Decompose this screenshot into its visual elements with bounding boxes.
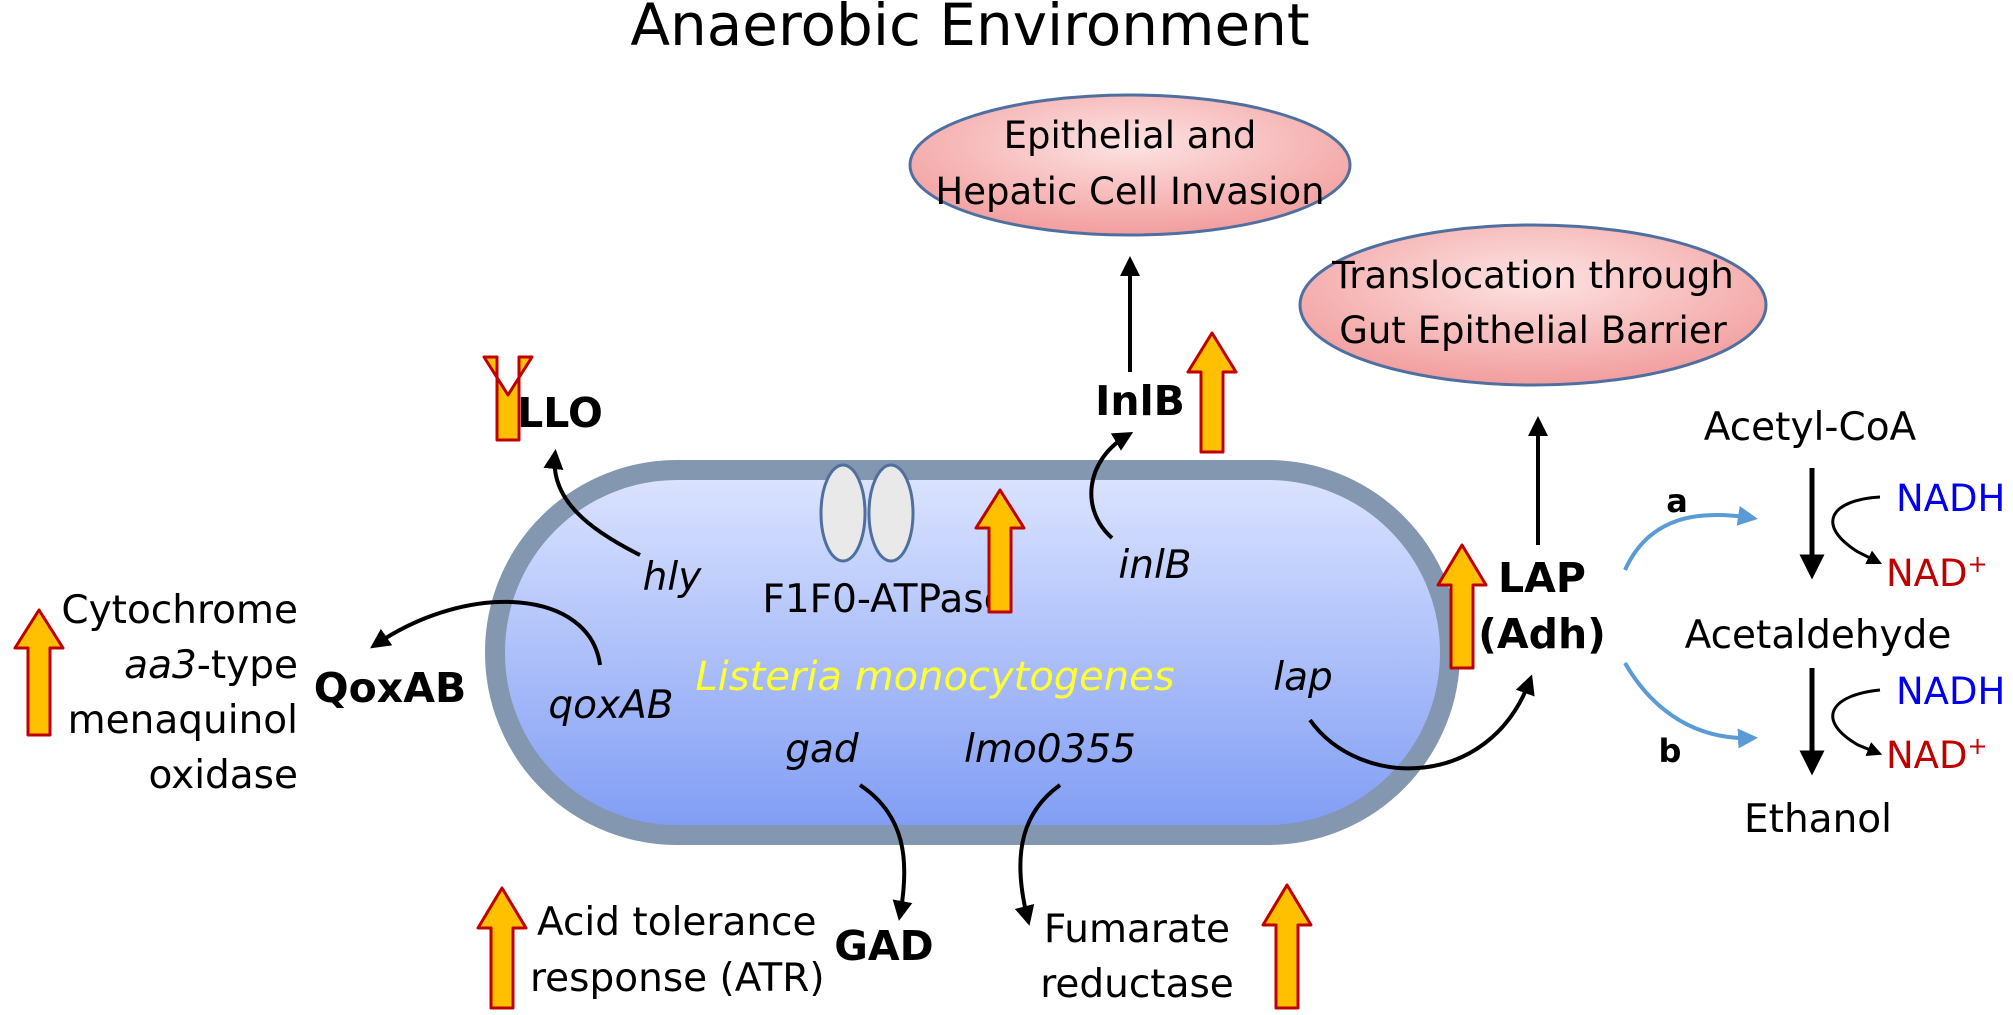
invasion-ellipse: Epithelial and Hepatic Cell Invasion	[908, 93, 1352, 237]
up-arrow-lap	[1436, 543, 1488, 670]
translocation-ellipse: Translocation through Gut Epithelial Bar…	[1298, 223, 1768, 387]
cytochrome-description: Cytochrome aa3-type menaquinol oxidase	[61, 588, 298, 798]
regulation-arrows	[370, 256, 1548, 926]
step-b-label: b	[1659, 732, 1682, 770]
gene-lmo0355: lmo0355	[964, 727, 1136, 772]
cofactor-nad-1: NAD+	[1886, 550, 1988, 595]
invasion-label-line1: Epithelial and	[1004, 114, 1257, 157]
nad-2-text: NAD	[1886, 734, 1967, 777]
organism-label: Listeria monocytogenes	[695, 654, 1174, 700]
gene-gad: gad	[785, 727, 859, 772]
cytochrome-line3: menaquinol	[68, 698, 298, 743]
up-arrow-cytochrome	[13, 608, 65, 737]
cytochrome-type: -type	[197, 643, 298, 688]
arrow-lmo0355-to-fumarate	[1014, 783, 1062, 926]
gene-lap: lap	[1273, 655, 1333, 700]
cytochrome-aa3: aa3	[124, 643, 197, 688]
arrow-nadh-2	[1831, 688, 1883, 757]
arrow-hly-to-llo	[543, 449, 641, 557]
metabolite-ethanol: Ethanol	[1744, 797, 1892, 842]
nad-1-text: NAD	[1886, 552, 1967, 595]
atpase-channel-icon	[819, 463, 915, 563]
down-arrow-llo	[482, 355, 534, 442]
cytochrome-line2: aa3-type	[124, 643, 298, 688]
step-b-arrow	[1623, 661, 1758, 749]
cofactor-nadh-2: NADH	[1896, 670, 2005, 713]
arrow-qoxab-to-protein	[370, 599, 602, 666]
up-arrow-atr	[476, 886, 528, 1010]
gene-qoxab: qoxAB	[548, 683, 673, 728]
protein-lap: LAP	[1498, 554, 1586, 602]
arrow-inlb-to-protein	[1089, 431, 1134, 540]
cytochrome-line1: Cytochrome	[61, 588, 298, 633]
gene-hly: hly	[643, 555, 703, 600]
up-arrow-fumarate	[1261, 883, 1313, 1010]
step-a-arrow	[1623, 505, 1758, 571]
atr-line1: Acid tolerance	[537, 900, 817, 945]
translocation-label-line1: Translocation through	[1331, 254, 1734, 297]
atpase-label: F1F0-ATPase	[762, 577, 1007, 622]
bacterium-cell	[485, 460, 1460, 845]
protein-adh: (Adh)	[1478, 610, 1606, 658]
page-title: Anaerobic Environment	[630, 0, 1309, 59]
protein-inlb: InlB	[1095, 377, 1185, 425]
fumarate-line1: Fumarate	[1044, 907, 1230, 952]
nad-2-sup: +	[1967, 732, 1987, 760]
protein-llo: LLO	[517, 389, 603, 437]
up-arrow-inlb	[1186, 331, 1238, 454]
atr-line2: response (ATR)	[530, 956, 825, 1001]
arrow-lap-to-protein	[1308, 674, 1535, 771]
arrow-nadh-1	[1831, 495, 1883, 565]
metabolite-acetaldehyde: Acetaldehyde	[1685, 613, 1952, 658]
arrow-gad-to-protein	[858, 783, 913, 921]
up-arrow-atpase	[974, 488, 1026, 614]
ethanol-pathway: Acetyl-CoA Acetaldehyde Ethanol NADH NAD…	[1623, 405, 2005, 842]
cytochrome-line4: oxidase	[148, 753, 298, 798]
translocation-label-line2: Gut Epithelial Barrier	[1339, 309, 1727, 352]
cofactor-nadh-1: NADH	[1896, 477, 2005, 520]
nad-1-sup: +	[1967, 550, 1987, 578]
step-a-label: a	[1666, 482, 1688, 520]
cofactor-nad-2: NAD+	[1886, 732, 1988, 777]
invasion-label-line2: Hepatic Cell Invasion	[935, 170, 1324, 213]
metabolite-acetyl-coa: Acetyl-CoA	[1704, 405, 1917, 450]
protein-gad: GAD	[834, 922, 933, 970]
gene-inlb: inlB	[1118, 543, 1191, 588]
protein-qoxab: QoxAB	[314, 664, 466, 712]
fumarate-line2: reductase	[1040, 962, 1234, 1007]
